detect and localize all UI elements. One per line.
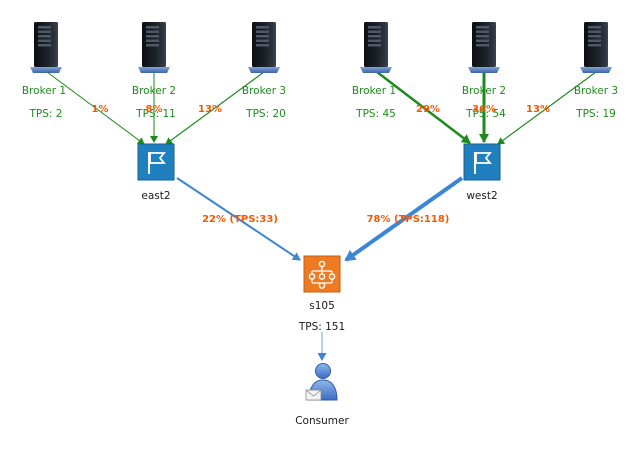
edge-broker1-east2	[46, 71, 145, 145]
edge-percent-label: 29%	[416, 104, 440, 115]
broker-tps: TPS: 45	[355, 108, 396, 120]
edge-broker1-west2	[376, 71, 471, 144]
broker-name: Broker 2	[462, 85, 506, 97]
broker-name: Broker 2	[132, 85, 176, 97]
service-network-icon[interactable]	[303, 255, 341, 293]
broker-tps: TPS: 2	[29, 108, 63, 120]
broker-name: Broker 3	[242, 85, 286, 97]
edge-west2-s105	[344, 176, 464, 262]
router-flag-icon[interactable]	[463, 143, 501, 181]
broker-tps: TPS: 54	[465, 108, 506, 120]
broker-name: Broker 1	[22, 85, 66, 97]
broker-tps: TPS: 19	[575, 108, 616, 120]
router-link-label: 22% (TPS:33)	[202, 214, 278, 225]
broker-tps: TPS: 11	[135, 108, 176, 120]
edge-percent-label: 1%	[92, 104, 109, 115]
edge-broker3-east2	[165, 71, 265, 145]
service-name: s105	[309, 300, 335, 312]
edge-broker3-west2	[497, 71, 597, 145]
consumer-user-icon[interactable]	[305, 363, 338, 401]
server-icon	[30, 22, 62, 73]
router-flag-icon[interactable]	[137, 143, 175, 181]
server-icon	[580, 22, 612, 73]
broker-tps: TPS: 20	[245, 108, 286, 120]
router-name: west2	[466, 190, 497, 202]
edge-east2-s105	[176, 177, 301, 261]
router-link-label: 78% (TPS:118)	[367, 214, 450, 225]
router-name: east2	[141, 190, 170, 202]
broker-name: Broker 3	[574, 85, 618, 97]
edge-percent-label: 8%	[146, 104, 163, 115]
edge-percent-label: 13%	[526, 104, 550, 115]
broker-name: Broker 1	[352, 85, 396, 97]
server-icon	[360, 22, 392, 73]
edge-percent-label: 13%	[198, 104, 222, 115]
edge-percent-label: 36%	[472, 104, 496, 115]
consumer-name: Consumer	[295, 415, 349, 427]
server-icon	[468, 22, 500, 73]
server-icon	[248, 22, 280, 73]
server-icon	[138, 22, 170, 73]
service-tps: TPS: 151	[298, 321, 345, 333]
